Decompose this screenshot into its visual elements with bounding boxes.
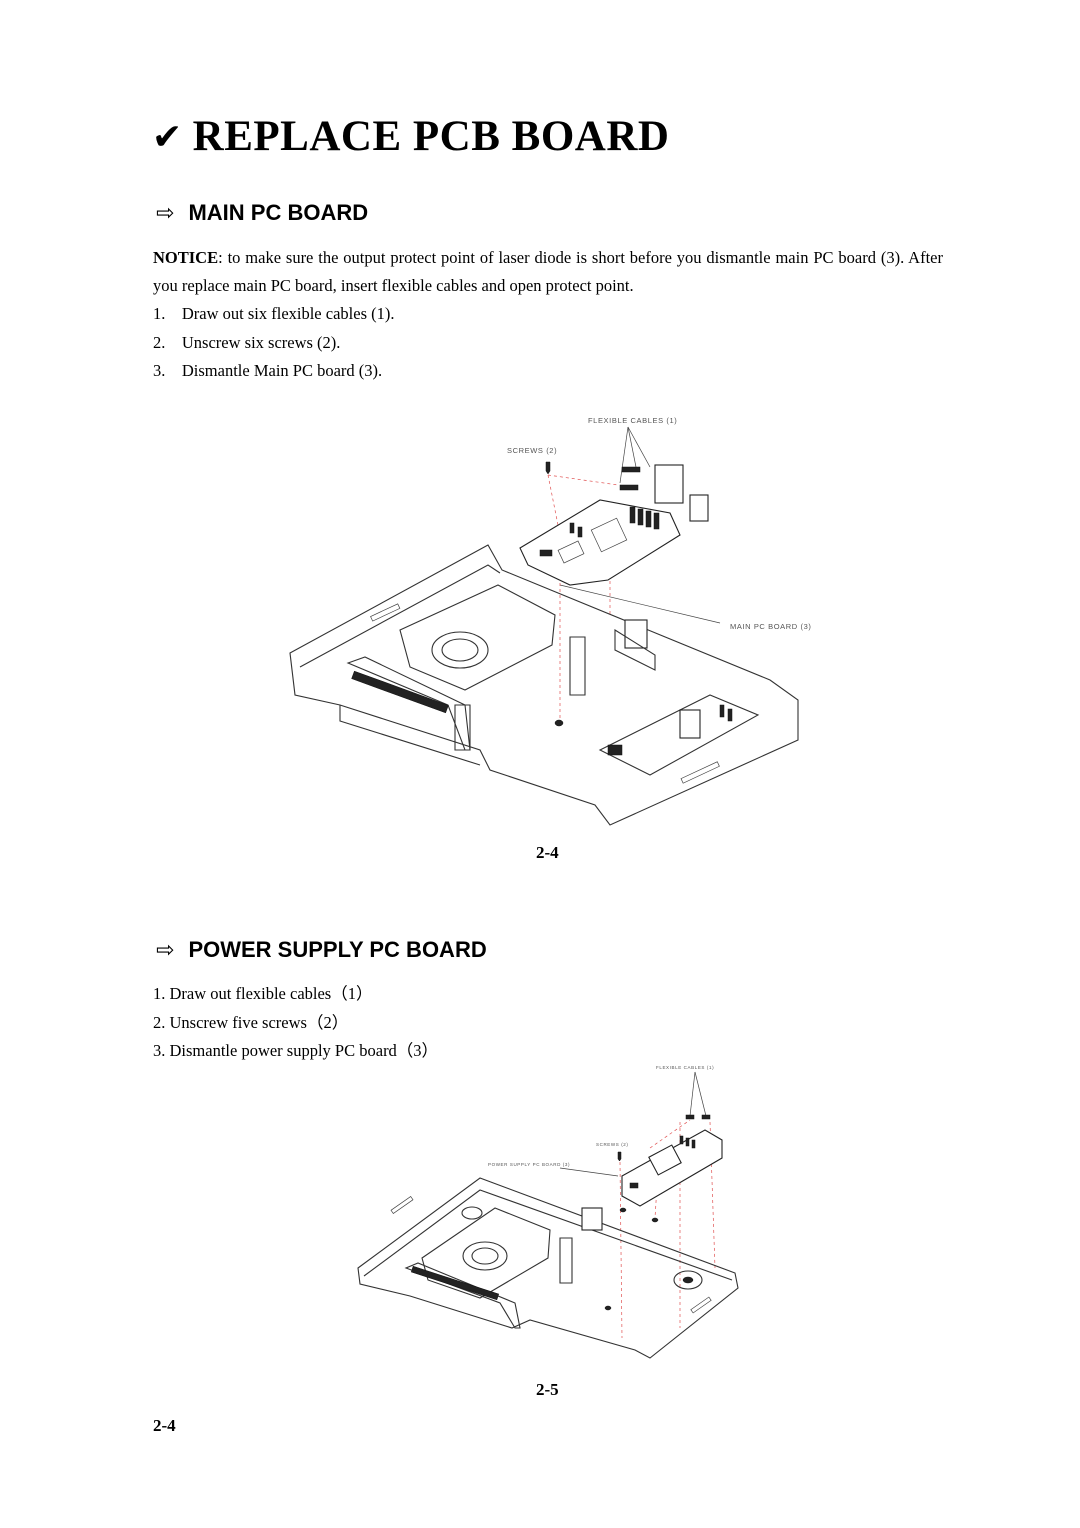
notice-text: : to make sure the output protect point … <box>153 248 943 295</box>
list-item: 2. Unscrew six screws (2). <box>153 332 341 352</box>
figure-number-2-4: 2-4 <box>536 843 559 862</box>
list-item: 1. Draw out six flexible cables (1). <box>153 304 395 323</box>
figure-number-2-5: 2-5 <box>536 1380 559 1399</box>
main-steps-list: 1. Draw out six flexible cables (1). 2. … <box>153 300 394 386</box>
notice-paragraph: NOTICE: to make sure the output protect … <box>153 244 943 300</box>
power-steps-list: 1. Draw out flexible cables（1） 2. Unscre… <box>153 980 438 1066</box>
notice-label: NOTICE <box>153 248 219 267</box>
label-screws: SCREWS (2) <box>596 1142 629 1147</box>
page-title: ✔ REPLACE PCB BOARD <box>152 112 669 161</box>
power-board-diagram: FLEXIBLE CABLES (1) SCREWS (2) POWER SUP… <box>357 1065 739 1359</box>
main-pc-board-heading-text: MAIN PC BOARD <box>188 200 369 225</box>
hollow-arrow-icon: ⇨ <box>156 937 175 962</box>
label-screws: SCREWS (2) <box>507 446 557 455</box>
hollow-arrow-icon: ⇨ <box>156 200 175 225</box>
main-board-diagram: FLEXIBLE CABLES (1) SCREWS (2) MAIN PC B… <box>289 416 811 826</box>
power-supply-heading-text: POWER SUPPLY PC BOARD <box>188 937 487 962</box>
page-number: 2-4 <box>153 1416 176 1435</box>
check-arrow-icon: ✔ <box>152 116 183 157</box>
list-item: 1. Draw out flexible cables（1） <box>153 984 373 1003</box>
label-power-supply-board: POWER SUPPLY PC BOARD (3) <box>488 1162 570 1167</box>
label-flexible-cables: FLEXIBLE CABLES (1) <box>588 416 677 425</box>
page-title-text: REPLACE PCB BOARD <box>192 113 670 160</box>
list-item: 2. Unscrew five screws（2） <box>153 1012 349 1032</box>
main-pc-board-heading: ⇨ MAIN PC BOARD <box>156 200 368 226</box>
list-item: 3. Dismantle power supply PC board（3） <box>153 1041 439 1060</box>
list-item: 3. Dismantle Main PC board (3). <box>153 361 383 380</box>
label-main-pc-board: MAIN PC BOARD (3) <box>730 622 811 631</box>
label-flexible-cables: FLEXIBLE CABLES (1) <box>656 1065 714 1070</box>
power-supply-heading: ⇨ POWER SUPPLY PC BOARD <box>156 937 487 963</box>
